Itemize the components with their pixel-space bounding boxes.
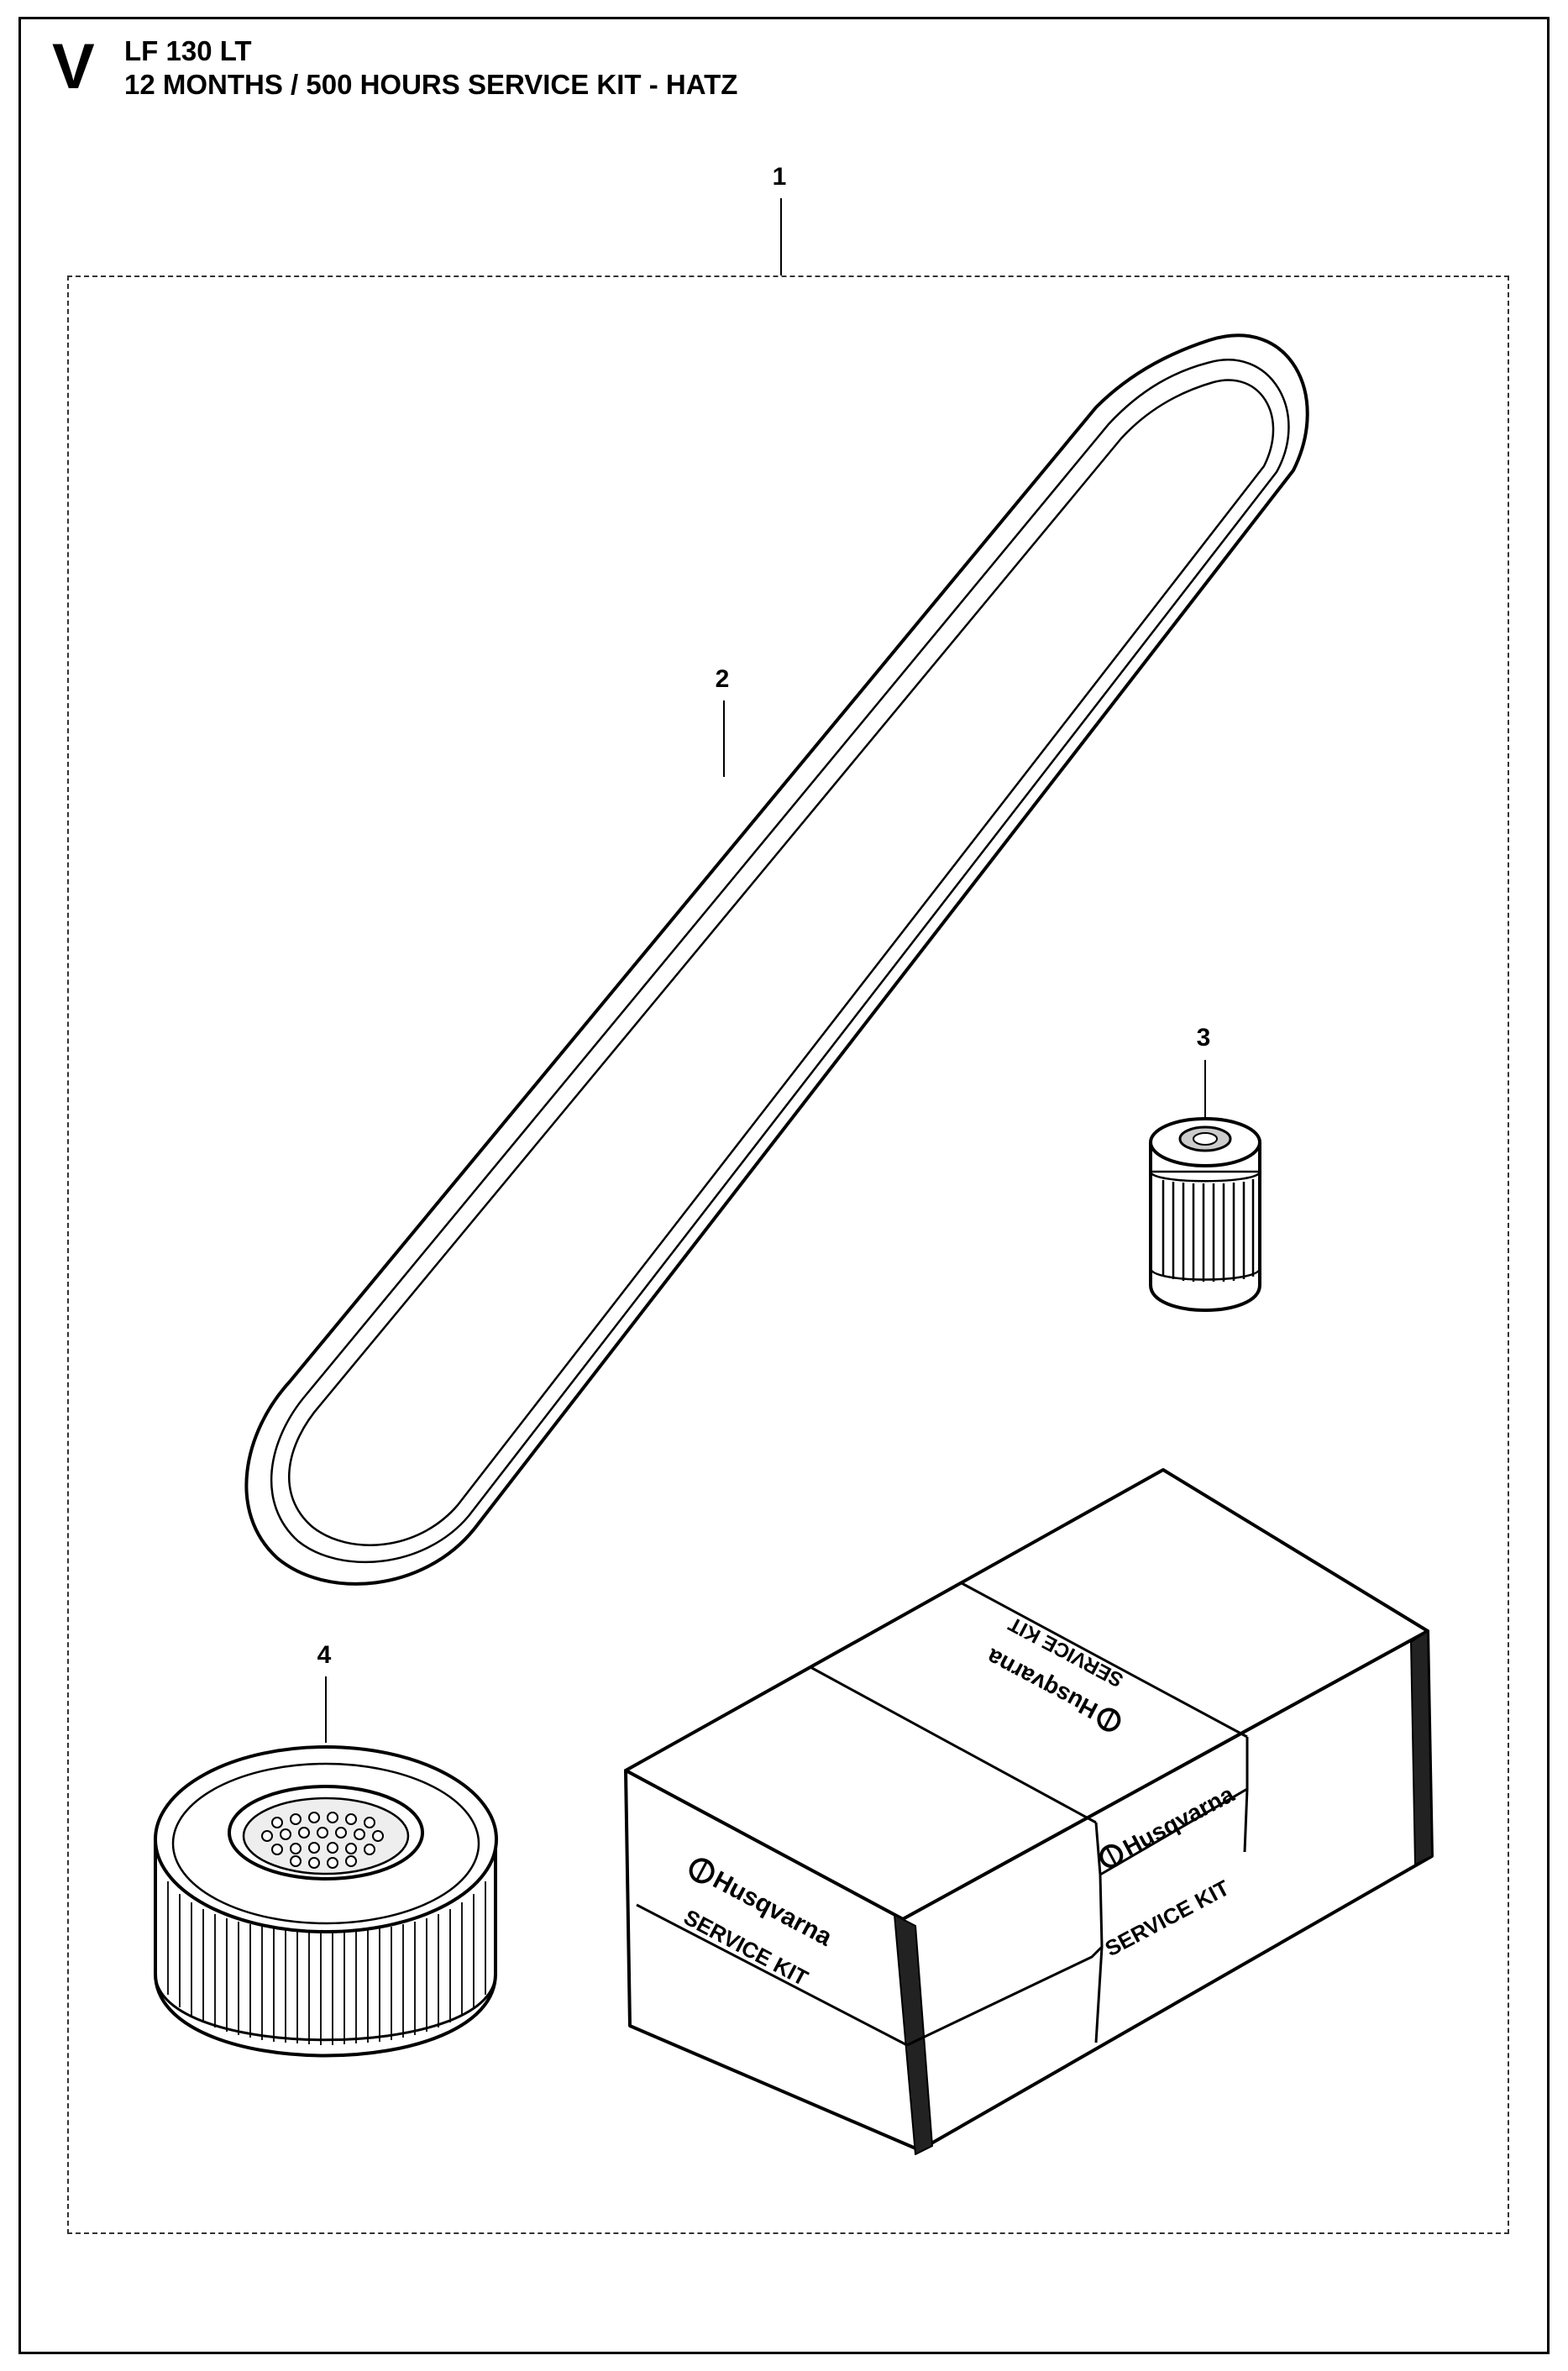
section-letter: V [52, 31, 95, 102]
callout-4-label: 4 [317, 1641, 332, 1669]
model-title: LF 130 LT [124, 35, 252, 66]
husqvarna-logo-icon [1097, 1707, 1121, 1732]
page-frame [18, 17, 1550, 2354]
husqvarna-logo-icon [1099, 1844, 1124, 1868]
kit-boundary [67, 275, 1509, 2234]
kit-title: 12 MONTHS / 500 HOURS SERVICE KIT - HATZ [124, 69, 738, 100]
callout-1-label: 1 [773, 163, 787, 191]
callout-2-label: 2 [716, 665, 730, 693]
callout-3-label: 3 [1197, 1024, 1211, 1052]
fuel-filter [1149, 1117, 1261, 1312]
husqvarna-logo-icon [689, 1858, 715, 1884]
air-filter [154, 1745, 498, 2058]
v-belt [244, 333, 1309, 1586]
service-kit-box [624, 1468, 1434, 2155]
